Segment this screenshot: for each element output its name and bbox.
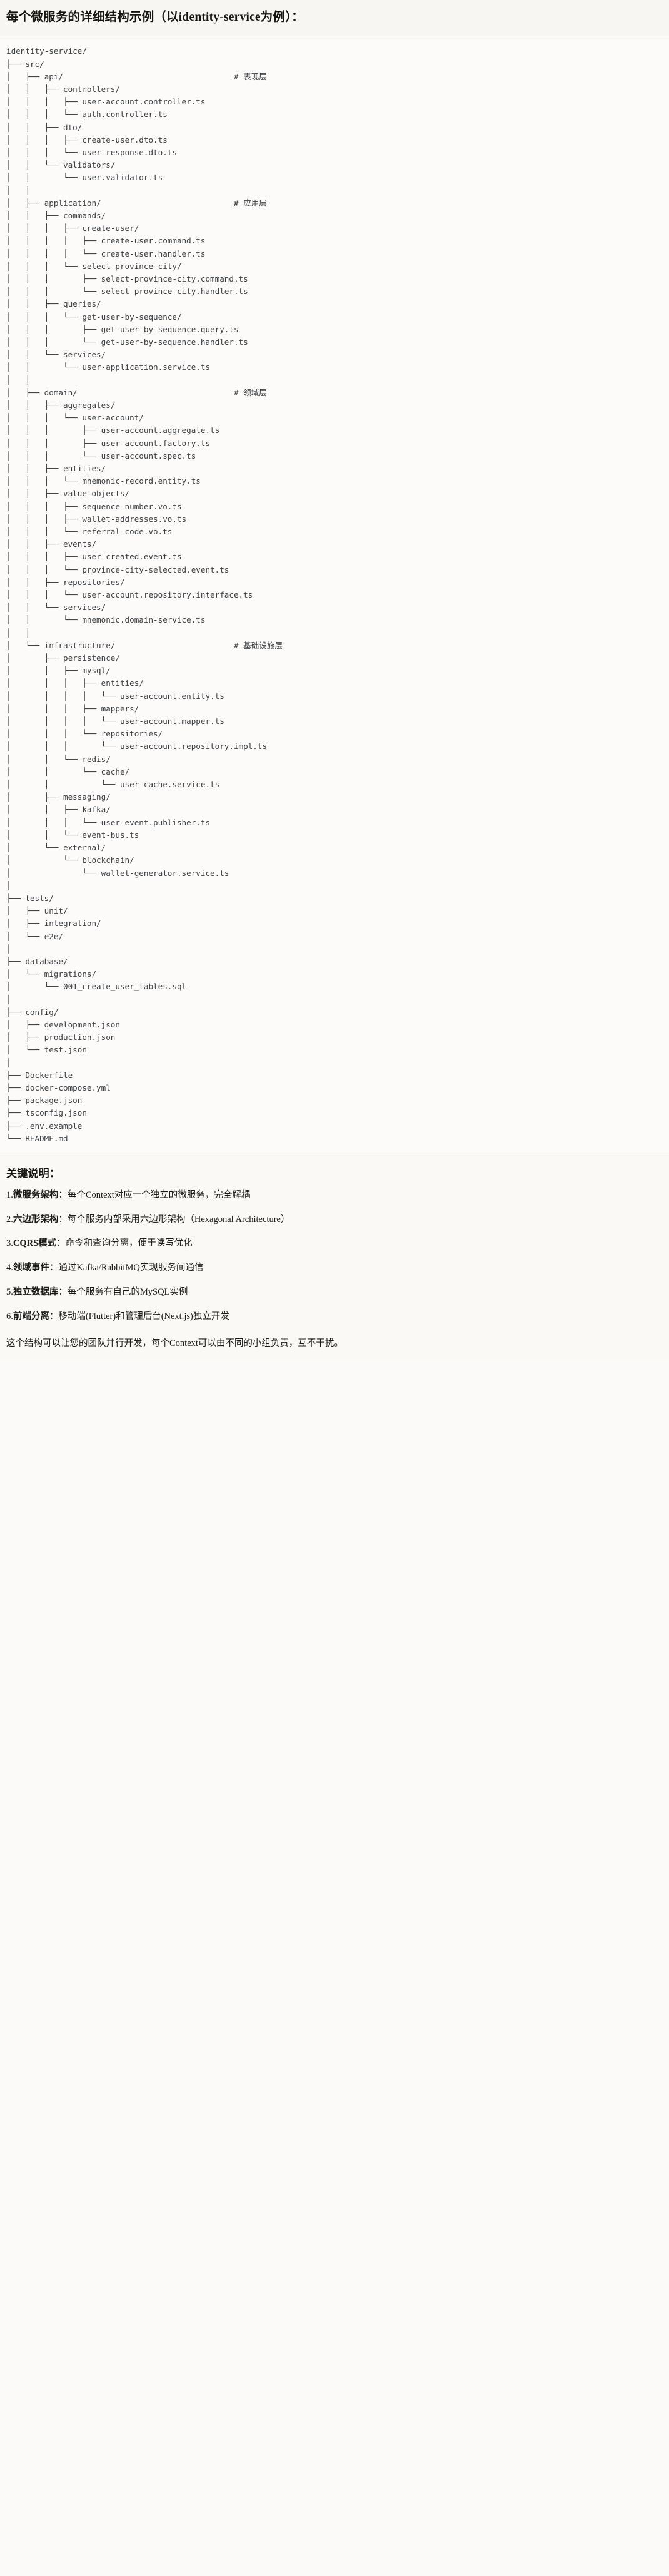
page-title: 每个微服务的详细结构示例（以identity-service为例）： [6, 11, 304, 24]
directory-tree: identity-service/ ├── src/ │ ├── api/ # … [6, 46, 283, 1143]
note-index: 2. [6, 1214, 13, 1224]
note-term: 独立数据库 [13, 1286, 59, 1297]
note-description: 每个服务有自己的MySQL实例 [67, 1286, 188, 1297]
note-term: 六边形架构 [13, 1214, 59, 1224]
key-notes-section: 关键说明： 1.微服务架构：每个Context对应一个独立的微服务，完全解耦 2… [0, 1153, 669, 1360]
note-item: 1.微服务架构：每个Context对应一个独立的微服务，完全解耦 [6, 1189, 663, 1203]
note-description: 移动端(Flutter)和管理后台(Next.js)独立开发 [58, 1311, 229, 1321]
directory-tree-block: identity-service/ ├── src/ │ ├── api/ # … [0, 36, 669, 1153]
note-separator: ： [56, 1238, 66, 1249]
note-term: 前端分离 [13, 1311, 49, 1321]
note-index: 1. [6, 1189, 13, 1200]
note-item: 3.CQRS模式：命令和查询分离，便于读写优化 [6, 1237, 663, 1251]
note-term: 领域事件 [13, 1263, 49, 1273]
note-separator: ： [49, 1263, 59, 1273]
note-term: CQRS模式 [13, 1238, 57, 1249]
page-header: 每个微服务的详细结构示例（以identity-service为例）： [0, 0, 669, 37]
note-description: 通过Kafka/RabbitMQ实现服务间通信 [58, 1263, 204, 1273]
note-description: 每个Context对应一个独立的微服务，完全解耦 [67, 1189, 251, 1200]
note-term: 微服务架构 [13, 1189, 59, 1200]
note-separator: ： [58, 1189, 68, 1200]
note-item: 2.六边形架构：每个服务内部采用六边形架构（Hexagonal Architec… [6, 1213, 663, 1227]
note-item: 5.独立数据库：每个服务有自己的MySQL实例 [6, 1286, 663, 1300]
note-item: 6.前端分离：移动端(Flutter)和管理后台(Next.js)独立开发 [6, 1310, 663, 1324]
note-description: 命令和查询分离，便于读写优化 [65, 1238, 193, 1249]
note-item: 4.领域事件：通过Kafka/RabbitMQ实现服务间通信 [6, 1261, 663, 1275]
note-separator: ： [49, 1311, 59, 1321]
note-index: 5. [6, 1286, 13, 1297]
key-notes-footer: 这个结构可以让您的团队并行开发，每个Context可以由不同的小组负责，互不干扰… [6, 1338, 343, 1349]
note-index: 4. [6, 1263, 13, 1273]
note-index: 6. [6, 1311, 13, 1321]
note-description: 每个服务内部采用六边形架构（Hexagonal Architecture） [67, 1214, 290, 1224]
note-separator: ： [58, 1286, 68, 1297]
note-separator: ： [58, 1214, 68, 1224]
note-index: 3. [6, 1238, 13, 1249]
key-notes-heading: 关键说明： [6, 1167, 60, 1179]
